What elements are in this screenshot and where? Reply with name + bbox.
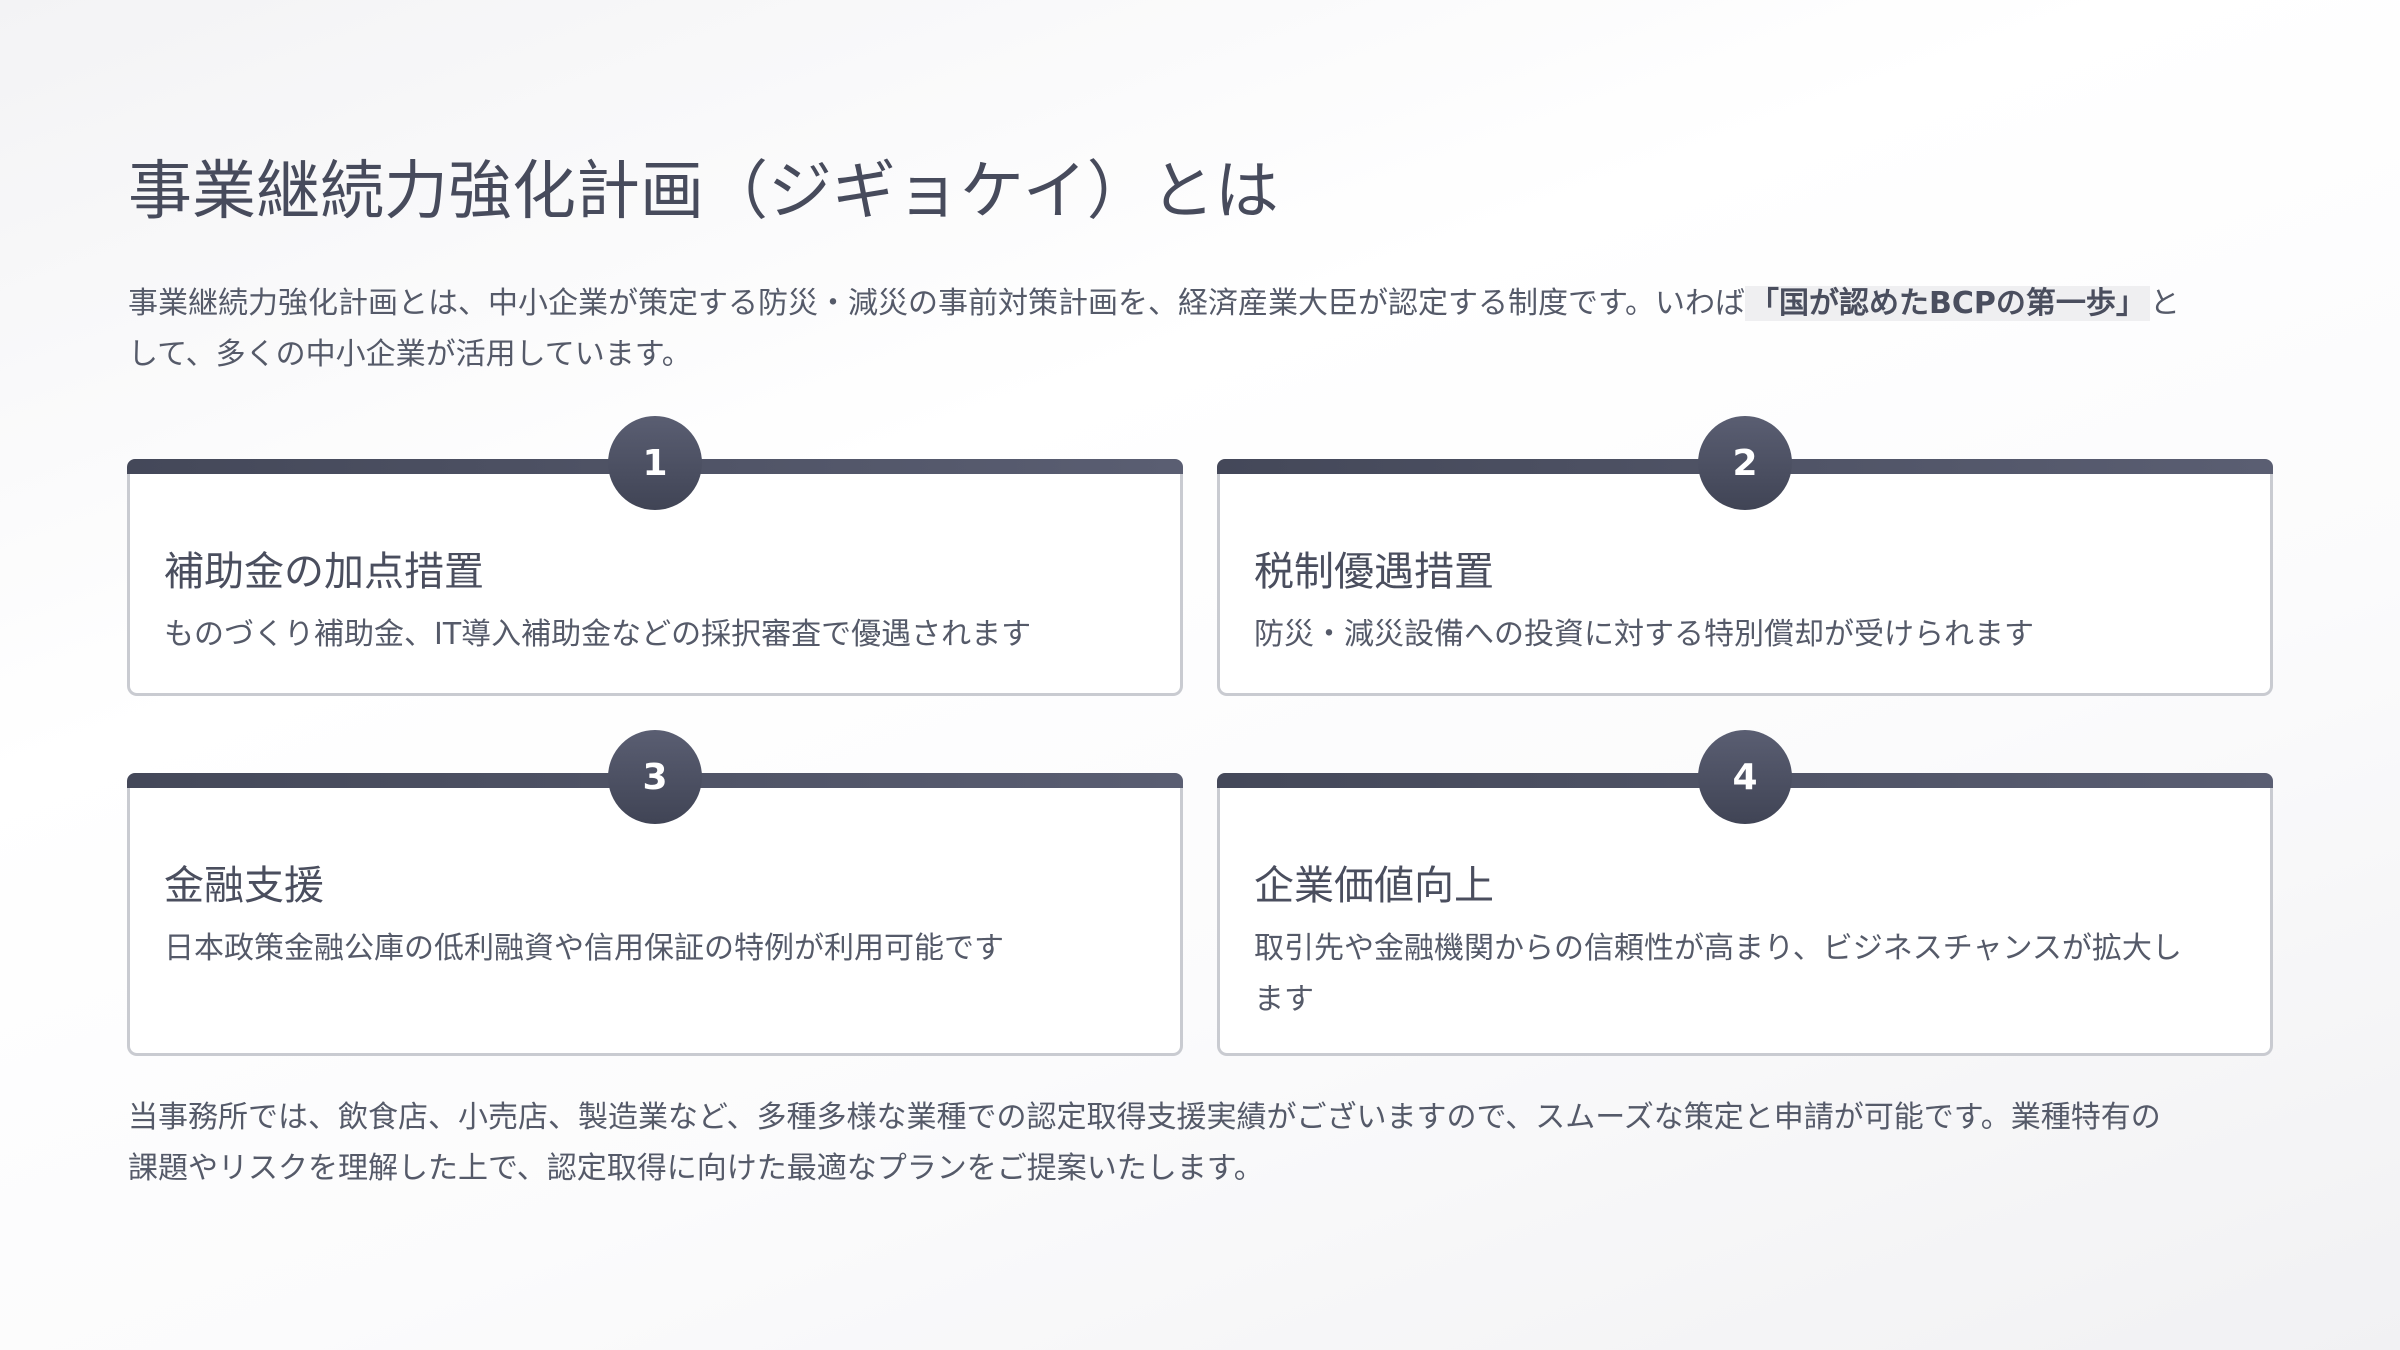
card-description: 取引先や金融機関からの信頼性が高まり、ビジネスチャンスが拡大し ます: [1254, 923, 2182, 1025]
benefit-card-3: 3 金融支援 日本政策金融公庫の低利融資や信用保証の特例が利用可能です: [127, 730, 1183, 1056]
intro-line-1: 事業継続力強化計画とは、中小企業が策定する防災・減災の事前対策計画を、経済産業大…: [128, 278, 2180, 329]
card-description: ものづくり補助金、IT導入補助金などの採択審査で優遇されます: [164, 617, 1032, 652]
card-description-line: ます: [1254, 982, 1314, 1017]
card-title: 企業価値向上: [1254, 863, 1494, 909]
intro-text: 事業継続力強化計画とは、中小企業が策定する防災・減災の事前対策計画を、経済産業大…: [128, 286, 1745, 321]
benefit-card-1: 1 補助金の加点措置 ものづくり補助金、IT導入補助金などの採択審査で優遇されま…: [127, 416, 1183, 696]
card-title: 金融支援: [164, 863, 324, 909]
card-number-badge: 1: [608, 416, 702, 510]
benefit-card-4: 4 企業価値向上 取引先や金融機関からの信頼性が高まり、ビジネスチャンスが拡大し…: [1217, 730, 2273, 1056]
footer-paragraph: 当事務所では、飲食店、小売店、製造業など、多種多様な業種での認定取得支援実績がご…: [128, 1092, 2161, 1194]
card-description-line: 取引先や金融機関からの信頼性が高まり、ビジネスチャンスが拡大し: [1254, 931, 2182, 966]
intro-text-after: と: [2149, 286, 2180, 321]
intro-line-2: して、多くの中小企業が活用しています。: [128, 337, 692, 372]
card-number-badge: 3: [608, 730, 702, 824]
benefit-card-2: 2 税制優遇措置 防災・減災設備への投資に対する特別償却が受けられます: [1217, 416, 2273, 696]
card-number-badge: 4: [1698, 730, 1792, 824]
card-title: 補助金の加点措置: [164, 549, 484, 595]
card-number-badge: 2: [1698, 416, 1792, 510]
intro-highlight: 「国が認めたBCPの第一歩」: [1745, 286, 2150, 321]
intro-paragraph: 事業継続力強化計画とは、中小企業が策定する防災・減災の事前対策計画を、経済産業大…: [128, 278, 2180, 380]
footer-line: 課題やリスクを理解した上で、認定取得に向けた最適なプランをご提案いたします。: [128, 1151, 1264, 1186]
footer-line: 当事務所では、飲食店、小売店、製造業など、多種多様な業種での認定取得支援実績がご…: [128, 1100, 2161, 1135]
page-title: 事業継続力強化計画（ジギョケイ）とは: [128, 155, 1279, 229]
card-title: 税制優遇措置: [1254, 549, 1494, 595]
card-description: 日本政策金融公庫の低利融資や信用保証の特例が利用可能です: [164, 931, 1004, 966]
card-description: 防災・減災設備への投資に対する特別償却が受けられます: [1254, 617, 2034, 652]
